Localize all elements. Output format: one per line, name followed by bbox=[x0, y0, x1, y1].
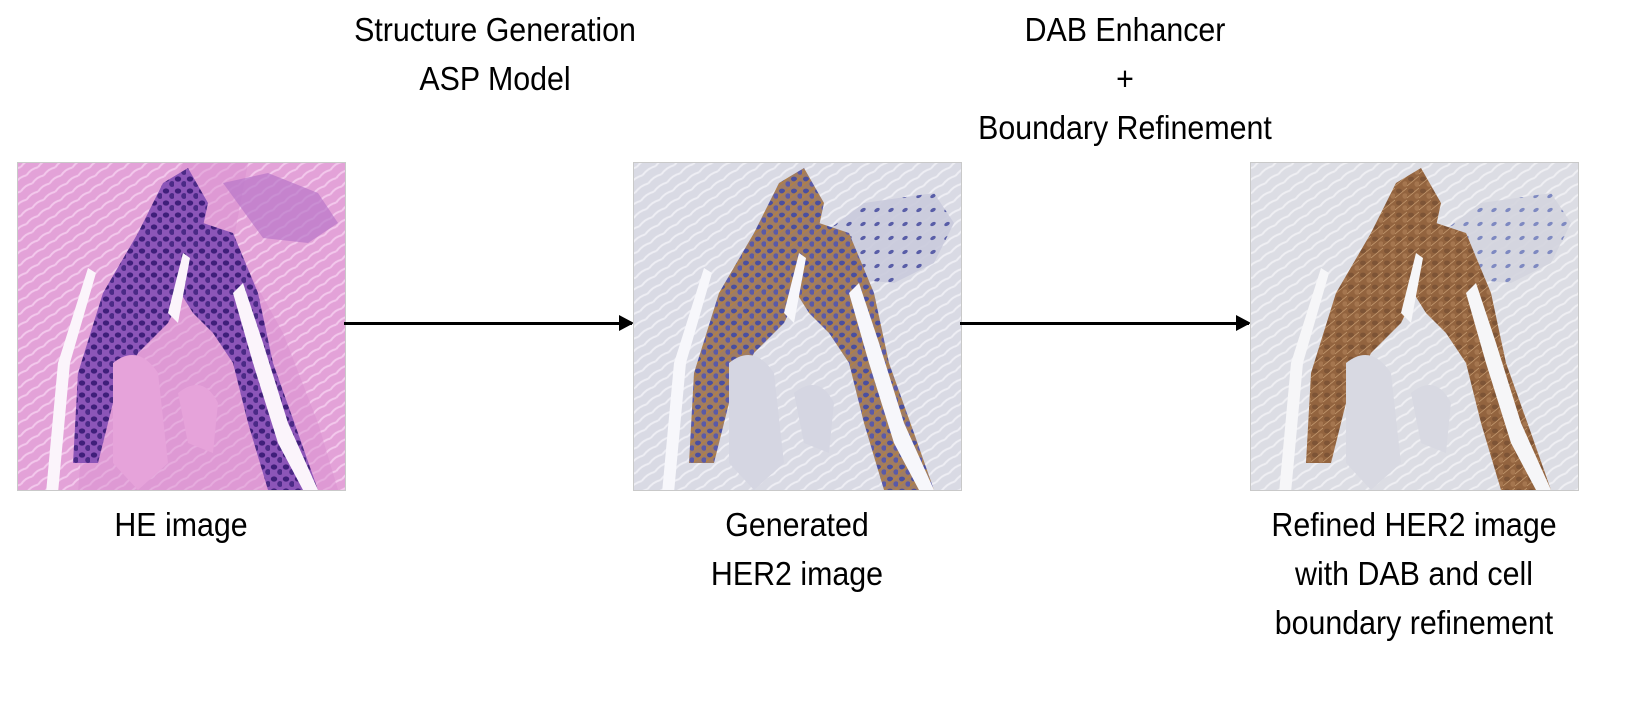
step-1-title-line-1: Structure Generation bbox=[354, 11, 636, 48]
generated-her2-caption: Generated HER2 image bbox=[659, 500, 935, 598]
step-2-title-line-3: Boundary Refinement bbox=[978, 109, 1272, 146]
refined-caption-line-3: boundary refinement bbox=[1274, 604, 1554, 641]
generated-caption-line-2: HER2 image bbox=[710, 555, 884, 592]
refined-her2-ihc-icon bbox=[1251, 163, 1578, 490]
refined-caption-line-2: with DAB and cell bbox=[1295, 555, 1533, 592]
arrow-generated-to-refined bbox=[960, 315, 1251, 331]
arrowhead-icon bbox=[1236, 315, 1251, 331]
refined-her2-image-panel bbox=[1251, 163, 1578, 490]
refined-her2-caption: Refined HER2 image with DAB and cell bou… bbox=[1244, 500, 1584, 647]
arrowhead-icon bbox=[619, 315, 634, 331]
step-2-title-line-2: + bbox=[1116, 60, 1134, 97]
step-1-title-line-2: ASP Model bbox=[419, 60, 571, 97]
generated-her2-image-panel bbox=[634, 163, 961, 490]
he-image-caption: HE image bbox=[43, 500, 319, 549]
arrow-he-to-generated bbox=[344, 315, 634, 331]
generated-caption-line-1: Generated bbox=[725, 506, 869, 543]
step-2-title: DAB Enhancer + Boundary Refinement bbox=[927, 5, 1323, 152]
generated-her2-ihc-icon bbox=[634, 163, 961, 490]
refined-caption-line-1: Refined HER2 image bbox=[1271, 506, 1557, 543]
step-2-title-line-1: DAB Enhancer bbox=[1024, 11, 1226, 48]
he-image-panel bbox=[18, 163, 345, 490]
step-1-title: Structure Generation ASP Model bbox=[297, 5, 693, 103]
he-caption-line-1: HE image bbox=[114, 506, 248, 543]
he-stained-tissue-icon bbox=[18, 163, 345, 490]
